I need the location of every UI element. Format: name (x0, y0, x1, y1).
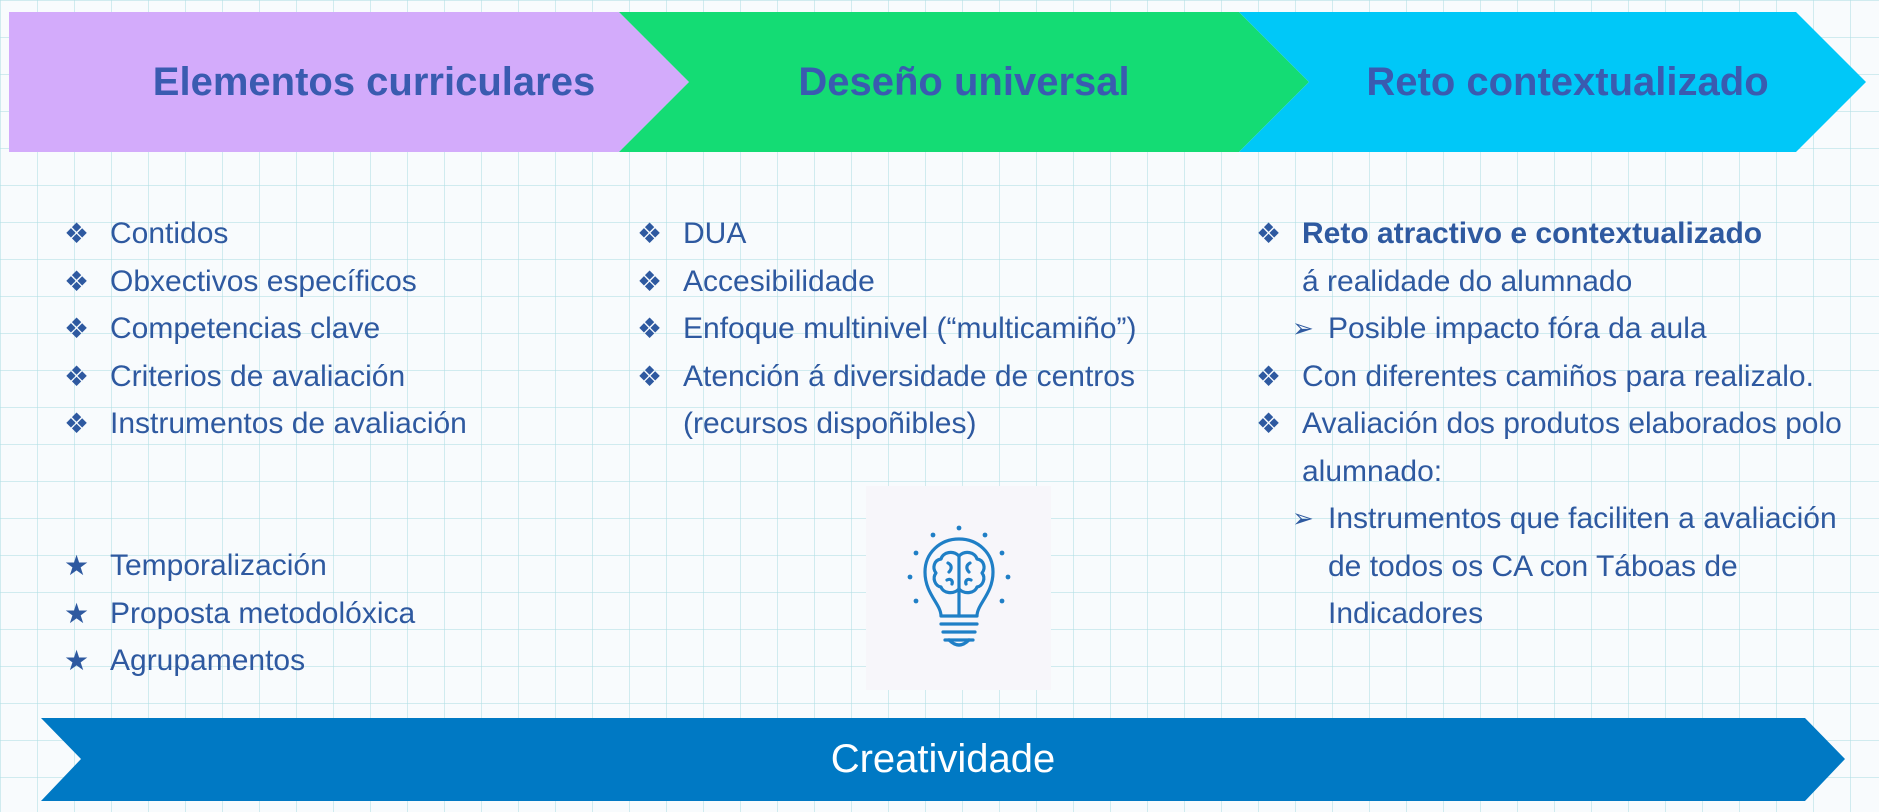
list-item-text: Temporalización (110, 549, 327, 582)
list-item-text: Enfoque multinivel (“multicamiño”) (683, 312, 1137, 345)
header-title: Deseño universal (798, 59, 1130, 104)
header-title: Elementos curriculares (152, 59, 596, 104)
list-item: ❖ Enfoque multinivel (“multicamiño”) (637, 305, 1227, 353)
diamond-bullet-icon: ❖ (637, 360, 663, 392)
list-item: ★ Temporalización (64, 542, 604, 590)
list-item: ❖ Instrumentos de avaliación (64, 400, 604, 448)
diamond-bullet-icon: ❖ (64, 265, 90, 297)
list-item: ❖ Con diferentes camiños para realizalo. (1256, 353, 1866, 401)
list-item: ❖ Avaliación dos produtos elaborados polo… (1256, 400, 1866, 495)
diamond-bullet-icon: ❖ (637, 218, 663, 249)
bottom-title: Creatividade (830, 737, 1056, 781)
list-item: ★ Agrupamentos (64, 637, 604, 685)
arrowhead-bullet-icon: ➢ (1292, 503, 1314, 533)
list-item: ❖ Criterios de avaliación (64, 353, 604, 401)
list-item: ❖ Competencias clave (64, 305, 604, 353)
column-universal-list: ❖ DUA ❖ Accesibilidade ❖ Enfoque multinivel… (637, 210, 1227, 448)
list-item: ❖ Accesibilidade (637, 258, 1227, 306)
list-item-bold-text: Reto atractivo e contextualizado (1302, 217, 1763, 250)
list-item: ❖ Reto atractivo e contextualizado á reali… (1256, 210, 1866, 305)
list-item-text: Instrumentos que faciliten a avaliación … (1328, 502, 1837, 630)
list-item-text: á realidade do alumnado (1302, 264, 1633, 298)
header-arrow-reto-contextualizado: Reto contextualizado (1239, 12, 1866, 152)
list-item-text: Posible impacto fóra da aula (1328, 312, 1707, 345)
diamond-bullet-icon: ❖ (64, 313, 90, 344)
sub-list-item: ➢ Posible impacto fóra da aula (1292, 305, 1866, 353)
diamond-bullet-icon: ❖ (1256, 218, 1282, 249)
diamond-bullet-icon: ❖ (64, 408, 90, 439)
lightbulb-tile (866, 486, 1051, 690)
list-item-text: Obxectivos específicos (110, 264, 417, 298)
diamond-bullet-icon: ❖ (64, 360, 90, 392)
list-item-text: Atención á diversidade de centros (recur… (683, 359, 1135, 441)
lightbulb-brain-icon (907, 525, 1010, 647)
column-curricular-list: ❖ Contidos ❖ Obxectivos específicos ❖ Compe… (64, 210, 604, 448)
column-reto-list: ❖ Reto atractivo e contextualizado á reali… (1256, 210, 1866, 638)
star-bullet-icon: ★ (64, 597, 90, 629)
list-item-text: Instrumentos de avaliación (110, 407, 467, 440)
list-item: ❖ Contidos (64, 210, 604, 258)
list-item-text: Accesibilidade (683, 264, 875, 298)
list-item: ❖ DUA (637, 210, 1227, 258)
list-item-text: Con diferentes camiños para realizalo. (1302, 359, 1814, 393)
list-item-text: Agrupamentos (110, 644, 306, 677)
diamond-bullet-icon: ❖ (1256, 360, 1282, 392)
list-item: ★ Proposta metodolóxica (64, 590, 604, 638)
list-item-text: Competencias clave (110, 312, 381, 345)
list-item-text: Avaliación dos produtos elaborados polo … (1302, 407, 1842, 488)
diamond-bullet-icon: ❖ (1256, 408, 1282, 439)
list-item-text: DUA (683, 217, 747, 250)
diamond-bullet-icon: ❖ (637, 265, 663, 297)
list-item: ❖ Atención á diversidade de centros (recu… (637, 353, 1227, 448)
list-item-text: Contidos (110, 217, 229, 250)
list-item-text: Proposta metodolóxica (110, 596, 416, 630)
column-curricular-star-list: ★Temporalización ★Proposta metodolóxica … (64, 542, 604, 685)
list-item-text: Criterios de avaliación (110, 359, 406, 393)
star-bullet-icon: ★ (64, 645, 90, 676)
bottom-arrow-creatividade: Creatividade (41, 718, 1845, 801)
list-item: ❖ Obxectivos específicos (64, 258, 604, 306)
star-bullet-icon: ★ (64, 550, 90, 581)
header-title: Reto contextualizado (1366, 59, 1769, 104)
sub-list-item: ➢ Instrumentos que faciliten a avaliación… (1292, 495, 1866, 638)
header-arrow-deseno-universal: Deseño universal (619, 12, 1309, 152)
arrowhead-bullet-icon: ➢ (1292, 313, 1314, 343)
header-arrow-elementos-curriculares: Elementos curriculares (9, 12, 689, 152)
diamond-bullet-icon: ❖ (637, 313, 663, 344)
diamond-bullet-icon: ❖ (64, 218, 90, 249)
